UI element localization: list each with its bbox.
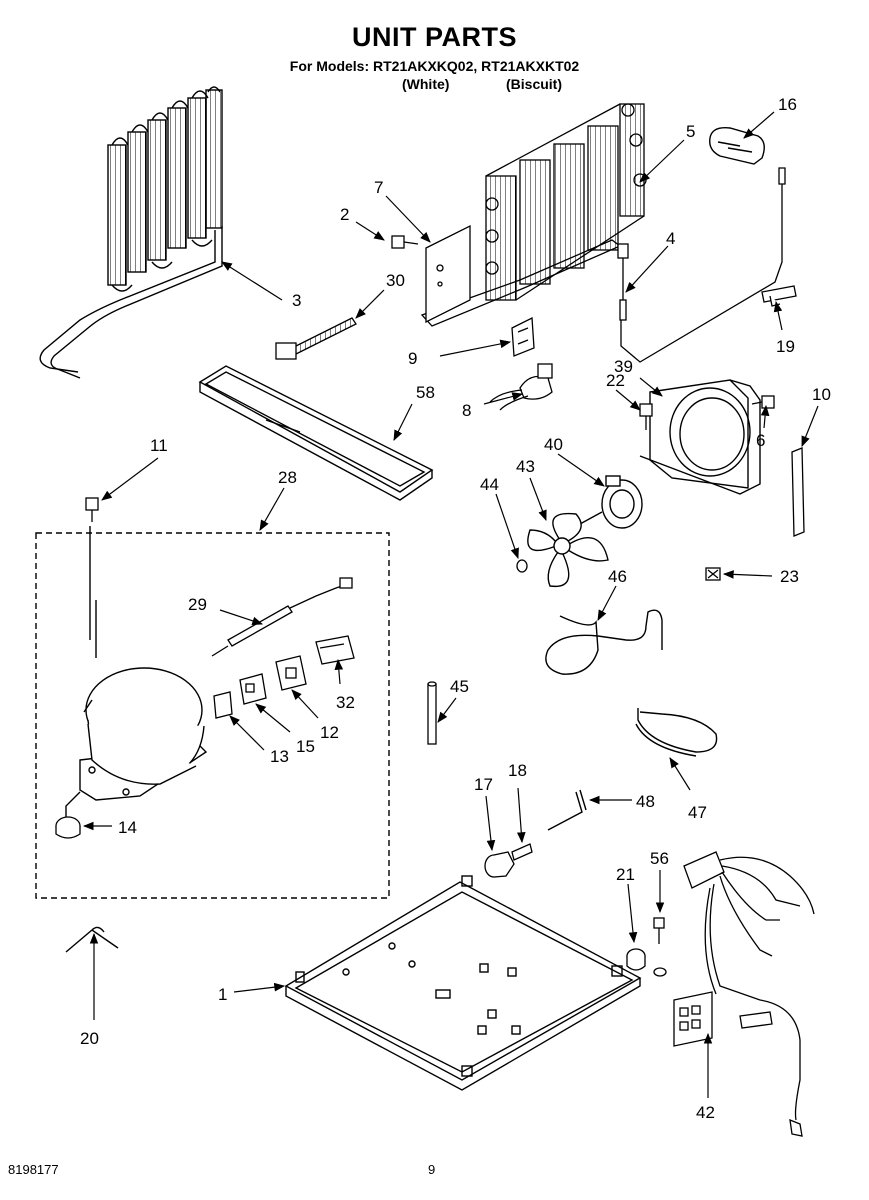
clip-19 bbox=[761, 285, 797, 307]
callout-47: 47 bbox=[688, 803, 707, 822]
models-line: For Models: RT21AKXKQ02, RT21AKXKT02 bbox=[289, 58, 580, 74]
callout-1: 1 bbox=[218, 985, 227, 1004]
base-plate bbox=[284, 875, 642, 1091]
callout-6: 6 bbox=[756, 431, 765, 450]
defrost-thermostat-wire bbox=[617, 167, 786, 363]
grommet-14 bbox=[55, 816, 81, 839]
callout-17: 17 bbox=[474, 775, 493, 794]
variant-white-label: (White) bbox=[402, 76, 450, 92]
screw-11 bbox=[85, 497, 99, 522]
callout-43: 43 bbox=[516, 457, 535, 476]
overload-12 bbox=[275, 655, 307, 691]
callout-58: 58 bbox=[416, 383, 435, 402]
tape-strip bbox=[791, 447, 805, 537]
pin-45 bbox=[427, 681, 437, 745]
callout-10: 10 bbox=[812, 385, 831, 404]
callout-22: 22 bbox=[606, 371, 625, 390]
callout-13: 13 bbox=[270, 747, 289, 766]
clip-20 bbox=[65, 926, 119, 953]
tube-47 bbox=[635, 708, 718, 757]
callout-11: 11 bbox=[150, 436, 168, 455]
callout-44: 44 bbox=[480, 475, 499, 494]
leader-lines bbox=[82, 111, 819, 1098]
evaporator bbox=[420, 103, 647, 327]
terminal-13 bbox=[213, 691, 233, 719]
callout-9: 9 bbox=[408, 349, 417, 368]
evaporator-bracket bbox=[425, 224, 471, 324]
callout-48: 48 bbox=[636, 792, 655, 811]
callout-18: 18 bbox=[508, 761, 527, 780]
clip-9 bbox=[511, 316, 535, 357]
variant-biscuit-label: (Biscuit) bbox=[506, 76, 562, 92]
callout-23: 23 bbox=[780, 567, 799, 586]
doc-number: 8198177 bbox=[8, 1162, 59, 1177]
callout-29: 29 bbox=[188, 595, 207, 614]
callout-30: 30 bbox=[386, 271, 405, 290]
drier-29 bbox=[211, 577, 353, 657]
screw-6 bbox=[751, 395, 775, 409]
heater-30 bbox=[275, 317, 357, 360]
fan-shroud bbox=[639, 379, 761, 495]
screw-18 bbox=[511, 843, 533, 861]
callout-16: 16 bbox=[778, 95, 797, 114]
callout-32: 32 bbox=[336, 693, 355, 712]
clip-23 bbox=[705, 567, 721, 581]
compressor bbox=[65, 526, 208, 820]
drain-pan bbox=[198, 365, 434, 501]
wiring-harness bbox=[673, 851, 815, 1137]
callout-39: 39 bbox=[614, 357, 633, 376]
callout-40: 40 bbox=[544, 435, 563, 454]
callout-15: 15 bbox=[296, 737, 315, 756]
page-title: UNIT PARTS bbox=[352, 22, 517, 52]
page-number: 9 bbox=[428, 1162, 436, 1177]
callout-5: 5 bbox=[686, 122, 695, 141]
grommet-21 bbox=[626, 948, 646, 971]
grommet-17 bbox=[484, 851, 515, 878]
callout-46: 46 bbox=[608, 567, 627, 586]
screw-56 bbox=[653, 917, 667, 977]
callout-4: 4 bbox=[666, 229, 675, 248]
tube-48 bbox=[547, 789, 587, 831]
callout-14: 14 bbox=[118, 818, 137, 837]
condenser-coil bbox=[39, 86, 223, 379]
screw-2 bbox=[391, 235, 419, 249]
fan-blade bbox=[527, 512, 609, 588]
washer-44 bbox=[516, 559, 528, 573]
callout-28: 28 bbox=[278, 468, 297, 487]
callout-19: 19 bbox=[776, 337, 795, 356]
callout-42: 42 bbox=[696, 1103, 715, 1122]
grommet-8 bbox=[489, 363, 553, 411]
discharge-tube bbox=[545, 609, 663, 675]
callout-7: 7 bbox=[374, 178, 383, 197]
callout-12: 12 bbox=[320, 723, 339, 742]
callout-8: 8 bbox=[462, 401, 471, 420]
callout-20: 20 bbox=[80, 1029, 99, 1048]
cover-16 bbox=[709, 127, 765, 165]
compressor-kit-box bbox=[35, 532, 390, 899]
callout-21: 21 bbox=[616, 865, 635, 884]
callout-3: 3 bbox=[292, 291, 301, 310]
callout-45: 45 bbox=[450, 677, 469, 696]
start-device-15 bbox=[239, 673, 267, 705]
callout-56: 56 bbox=[650, 849, 669, 868]
relay-32 bbox=[315, 635, 355, 665]
callout-2: 2 bbox=[340, 205, 349, 224]
fan-motor bbox=[579, 475, 643, 529]
